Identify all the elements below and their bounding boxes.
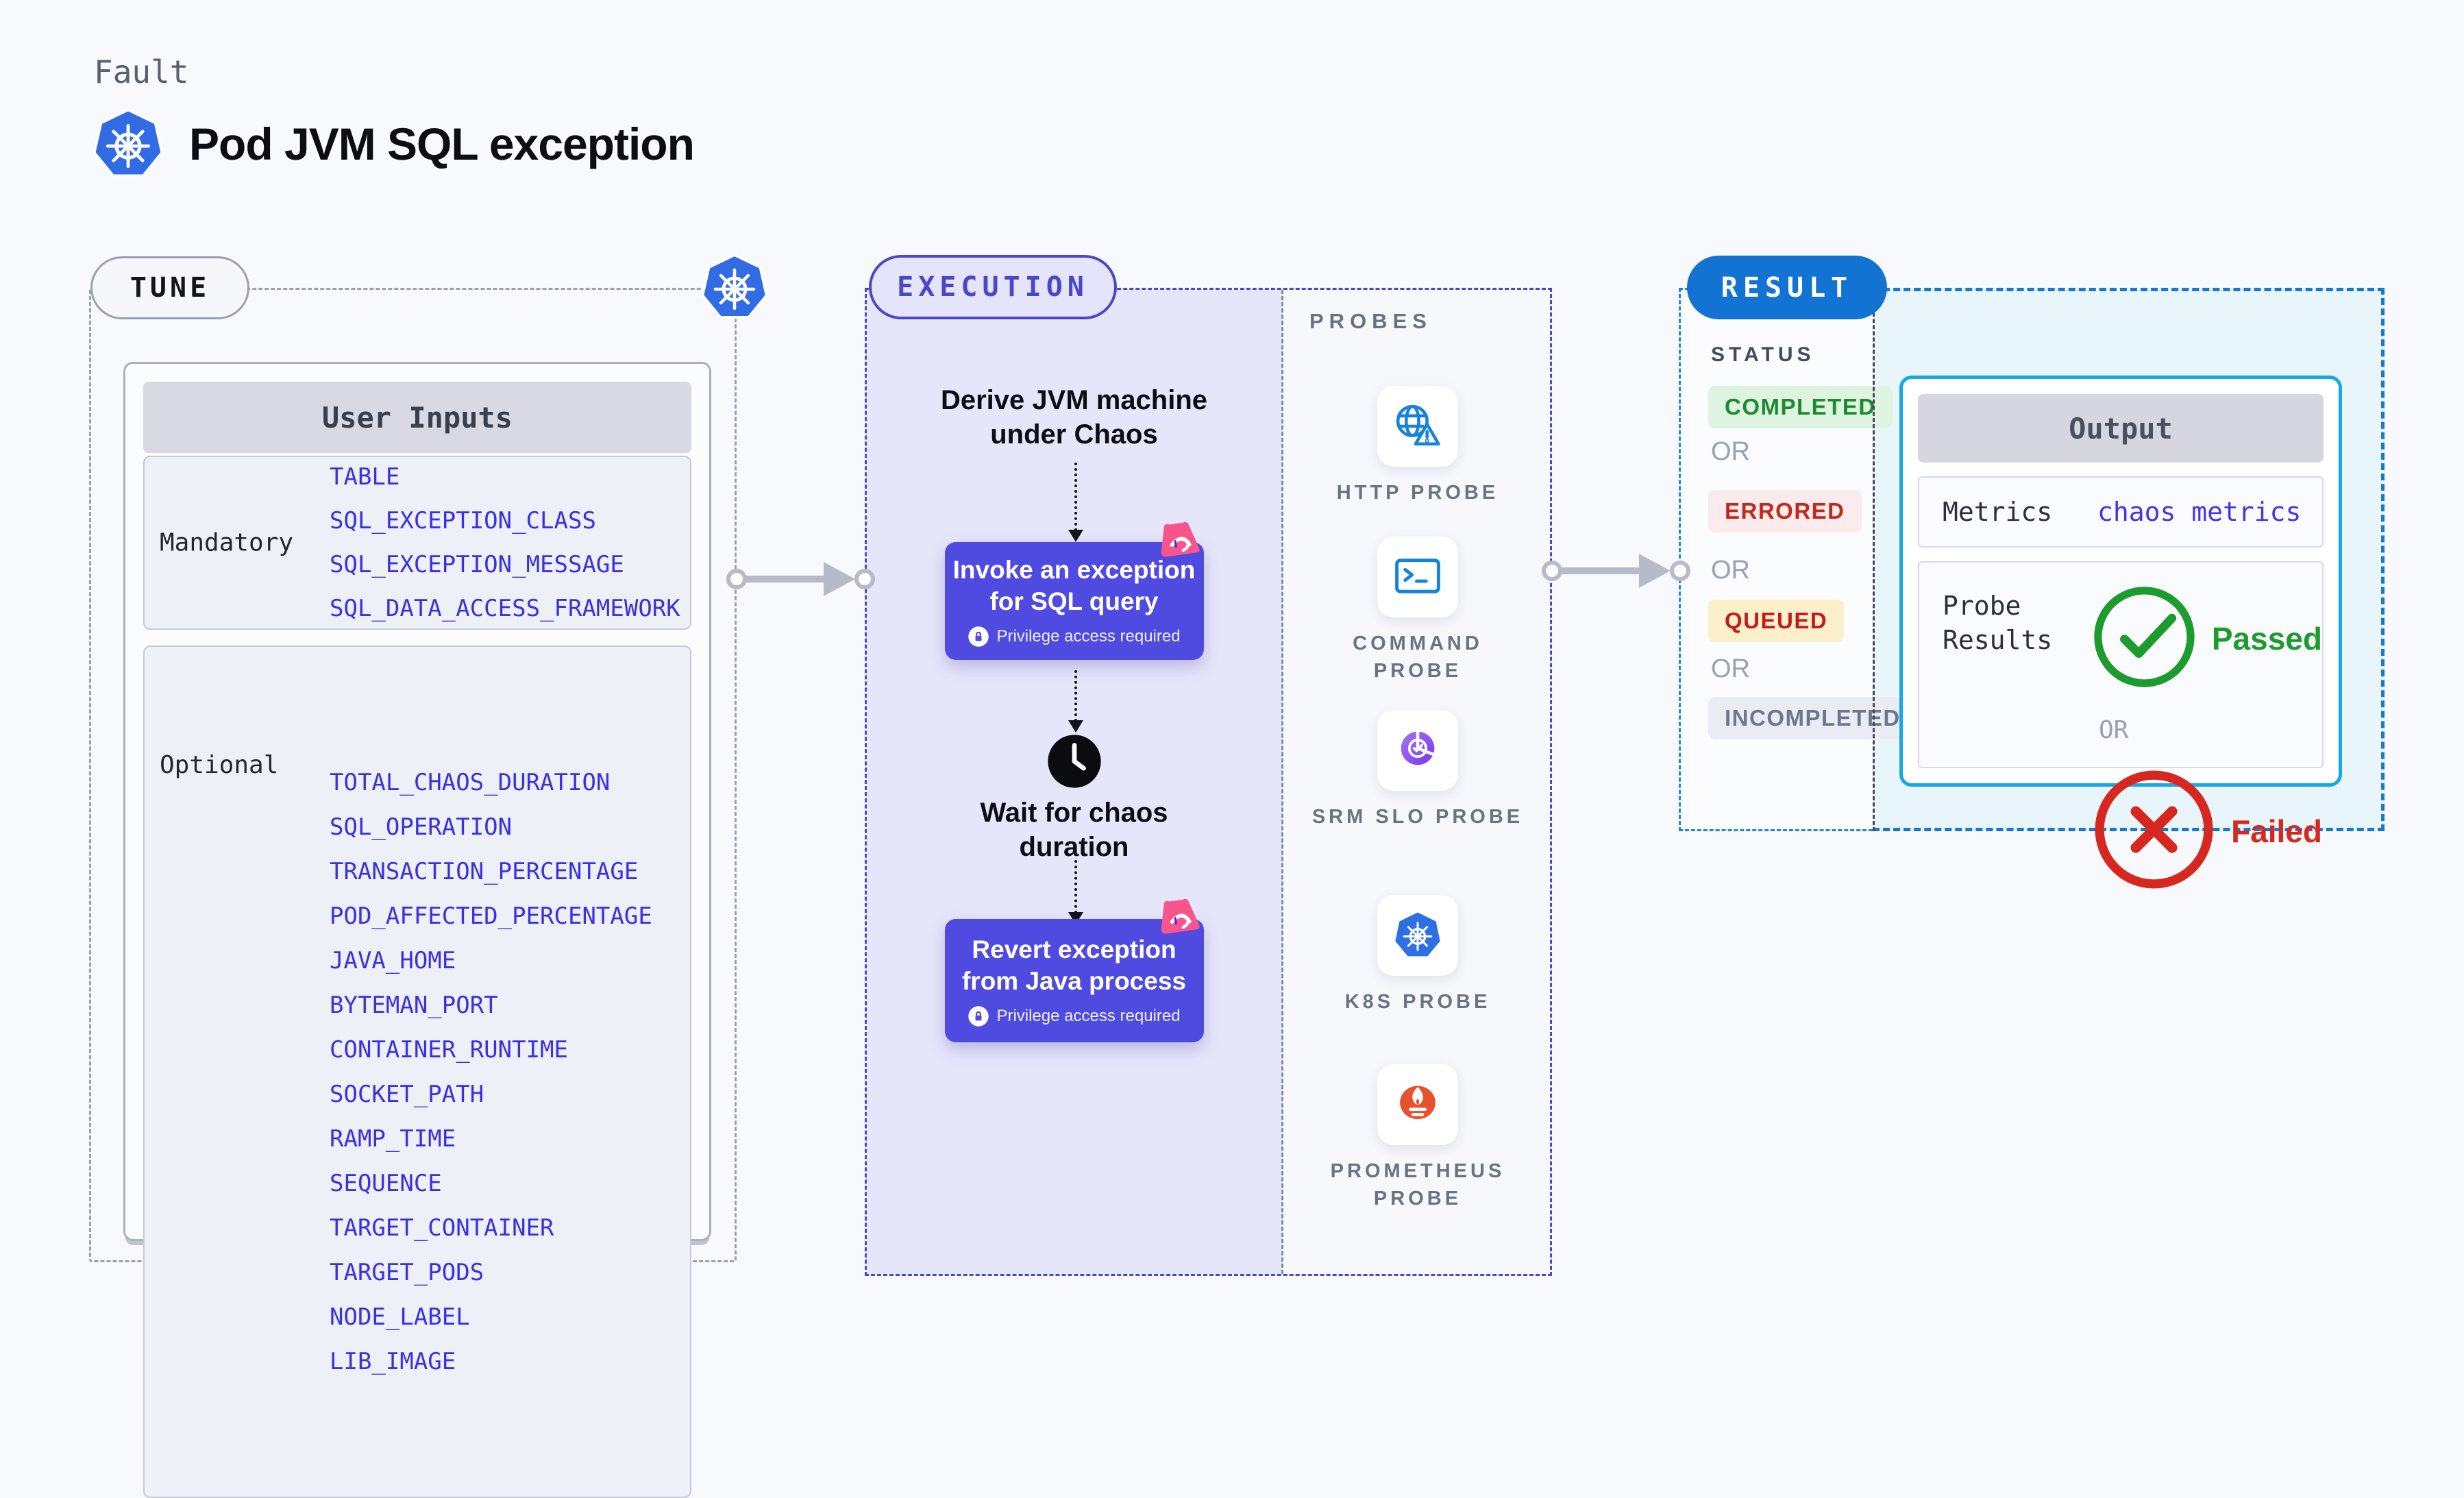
env-field: TABLE [330,463,400,491]
env-field: SEQUENCE [330,1169,442,1197]
probe-item: COMMAND PROBE [1308,537,1527,685]
env-field: SQL_EXCEPTION_MESSAGE [330,551,624,578]
litmus-chaos-icon [1157,894,1206,943]
status-badge: QUEUED [1708,600,1845,642]
env-field: SQL_EXCEPTION_CLASS [330,507,596,535]
x-circle-icon [2089,765,2219,898]
probe-card [1377,1064,1458,1145]
env-field: TOTAL_CHAOS_DURATION [330,768,611,796]
probe-label: K8S PROBE [1344,991,1491,1013]
env-field: TARGET_PODS [330,1258,484,1286]
optional-section: Optional TOTAL_CHAOS_DURATION SQL_OPERATI… [143,646,691,1498]
flow-connector [1068,860,1083,924]
litmus-chaos-icon [1157,517,1206,566]
probe-card [1377,710,1458,791]
or-separator: OR [2099,715,2129,744]
probe-item: PROMETHEUS PROBE [1308,1064,1527,1212]
privilege-note: Privilege access required [996,1007,1181,1025]
user-inputs-card: User Inputs Mandatory TABLE SQL_EXCEPTION… [123,362,711,1498]
status-badge: COMPLETED [1708,386,1893,428]
output-title: Output [1918,394,2324,463]
env-field: NODE_LABEL [330,1303,470,1331]
status-badge: OR [1711,437,1750,466]
lock-icon [968,626,989,648]
clock-icon [1046,733,1103,790]
probe-label: HTTP PROBE [1336,482,1499,504]
status-badge: ERRORED [1708,490,1862,532]
env-field: BYTEMAN_PORT [330,991,498,1019]
status-badge: INCOMPLETED [1708,697,1917,739]
result-status-area: STATUS COMPLETED OR ERRORED OR QUEUED OR INCOM… [1679,288,1917,831]
env-field: TRANSACTION_PERCENTAGE [330,857,639,885]
probe-item: HTTP PROBE [1308,386,1527,506]
privilege-note: Privilege access required [996,627,1181,646]
status-badge: OR [1711,654,1750,683]
metrics-label: Metrics [1943,497,2053,527]
env-field: RAMP_TIME [330,1125,456,1153]
probe-card [1377,386,1458,467]
flow-connector [1068,670,1083,733]
probe-card [1377,537,1458,617]
passed-text: Passed [2211,620,2322,656]
probe-label: PROMETHEUS PROBE [1330,1160,1505,1210]
probes-heading: PROBES [1309,309,1432,333]
probe-label: COMMAND PROBE [1353,633,1483,682]
page-title: Pod JVM SQL exception [189,119,695,169]
output-card: Output Metrics chaos metrics Probe Resul… [1899,376,2342,889]
env-field: SQL_DATA_ACCESS_FRAMEWORK [330,595,680,622]
metrics-value: chaos metrics [2097,497,2302,527]
user-inputs-title: User Inputs [143,382,691,453]
probe-results-row: Probe Results Passed OR Failed [1918,561,2324,889]
tune-to-execution-arrow [726,562,884,596]
check-circle-icon [2089,582,2200,696]
probe-label: SRM SLO PROBE [1311,806,1524,828]
probe-results-label: Probe Results [1943,591,2053,655]
probe-item: K8S PROBE [1308,895,1527,1016]
metrics-row: Metrics chaos metrics [1918,476,2324,548]
env-field: POD_AFFECTED_PERCENTAGE [330,902,652,930]
env-field: TARGET_CONTAINER [330,1214,554,1242]
execution-to-result-arrow [1542,554,1699,588]
env-field: CONTAINER_RUNTIME [330,1035,568,1064]
kubernetes-icon [700,252,769,323]
lock-icon [968,1005,989,1027]
probe-item: SRM SLO PROBE [1308,710,1527,831]
optional-field-list: TOTAL_CHAOS_DURATION SQL_OPERATION TRANSAC… [330,647,652,1497]
env-field: SQL_OPERATION [330,813,513,841]
kubernetes-icon [92,107,164,182]
probe-card [1377,895,1458,976]
optional-label: Optional [160,751,279,779]
mandatory-field-list: TABLE SQL_EXCEPTION_CLASS SQL_EXCEPTION_ME… [330,457,680,628]
env-field: LIB_IMAGE [330,1347,456,1375]
status-badge: OR [1711,556,1750,585]
status-heading: STATUS [1711,343,1815,366]
mandatory-section: Mandatory TABLE SQL_EXCEPTION_CLASS SQL_EX… [143,456,691,630]
probes-panel: PROBES HTTP PROBE COMMAND PROBE [1285,290,1550,1274]
execution-badge: EXECUTION [869,255,1117,319]
mandatory-label: Mandatory [160,528,294,557]
fault-kicker: Fault [94,53,189,90]
result-divider [1873,288,1875,831]
failed-text: Failed [2231,813,2322,849]
env-field: JAVA_HOME [330,946,456,974]
flow-connector [1068,463,1083,542]
env-field: SOCKET_PATH [330,1080,484,1108]
tune-badge: TUNE [90,256,249,319]
result-badge: RESULT [1687,256,1887,319]
